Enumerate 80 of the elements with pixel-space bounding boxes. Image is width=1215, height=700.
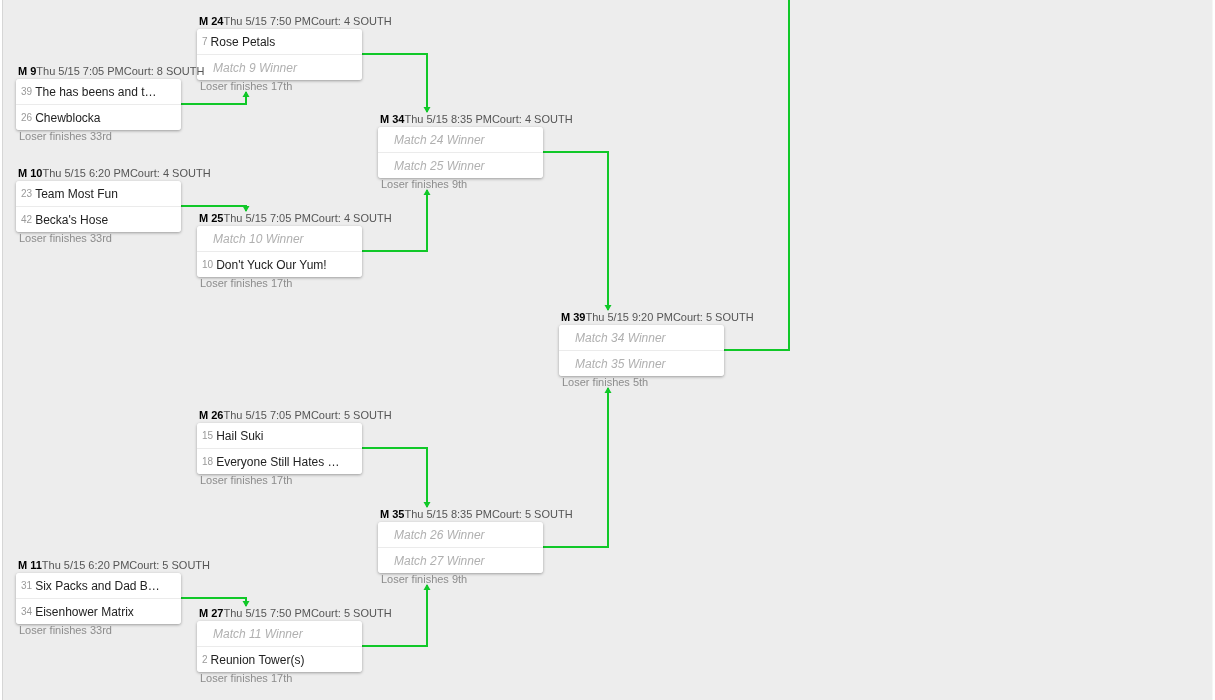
- placeholder-text: Match 27 Winner: [394, 552, 485, 570]
- placeholder-text: Match 11 Winner: [213, 625, 303, 643]
- team-name: The has beens and t…: [35, 83, 157, 101]
- bracket-slot: [559, 325, 724, 350]
- bracket-slot: [197, 647, 362, 672]
- team-name: Hail Suki: [216, 427, 264, 445]
- bracket-connector: [542, 387, 612, 548]
- seed-number: 10: [202, 258, 214, 272]
- bracket-connector: [180, 91, 250, 105]
- match-header: M 35Thu 5/15 8:35 PMCourt: 5 SOUTH: [380, 507, 573, 522]
- bracket-slot: [16, 573, 181, 598]
- bracket-connector: [361, 447, 431, 508]
- bracket-slot: [16, 181, 181, 206]
- team-name: Chewblocka: [35, 109, 101, 127]
- bracket-connector: [180, 205, 250, 212]
- team-name: Team Most Fun: [35, 185, 118, 203]
- loser-note: Loser finishes 17th: [200, 277, 293, 289]
- bracket-slot: [16, 105, 181, 130]
- seed-number: 2: [202, 653, 208, 667]
- placeholder-text: Match 26 Winner: [394, 526, 485, 544]
- team-name: Becka's Hose: [35, 211, 109, 229]
- seed-number: 18: [202, 455, 214, 469]
- bracket-slot: [378, 522, 543, 547]
- team-name: Rose Petals: [210, 33, 276, 51]
- bracket-connector: [723, 0, 790, 351]
- placeholder-text: Match 25 Winner: [394, 157, 485, 175]
- match-header: M 9Thu 5/15 7:05 PMCourt: 8 SOUTH: [18, 64, 205, 79]
- bracket-slot: [16, 207, 181, 232]
- placeholder-text: Match 34 Winner: [575, 329, 666, 347]
- bracket-slot: [378, 153, 543, 178]
- match-header: M 11Thu 5/15 6:20 PMCourt: 5 SOUTH: [18, 558, 210, 573]
- match-header: M 27Thu 5/15 7:50 PMCourt: 5 SOUTH: [199, 606, 392, 621]
- loser-note: Loser finishes 17th: [200, 474, 293, 486]
- bracket-connector: [361, 189, 431, 252]
- seed-number: 42: [21, 213, 33, 227]
- match-header: M 26Thu 5/15 7:05 PMCourt: 5 SOUTH: [199, 408, 392, 423]
- match-header: M 10Thu 5/15 6:20 PMCourt: 4 SOUTH: [18, 166, 211, 181]
- team-name: Don't Yuck Our Yum!: [216, 256, 327, 274]
- bracket-slot: [16, 599, 181, 624]
- match-header: M 34Thu 5/15 8:35 PMCourt: 4 SOUTH: [380, 112, 573, 127]
- bracket-slot: [197, 226, 362, 251]
- bracket-connector: [361, 53, 431, 113]
- seed-number: 15: [202, 429, 214, 443]
- loser-note: Loser finishes 17th: [200, 80, 293, 92]
- loser-note: Loser finishes 9th: [381, 178, 468, 190]
- match-header: M 25Thu 5/15 7:05 PMCourt: 4 SOUTH: [199, 211, 392, 226]
- bracket-slot: [197, 621, 362, 646]
- loser-note: Loser finishes 33rd: [19, 232, 112, 244]
- seed-number: 39: [21, 85, 33, 99]
- bracket-slot: [559, 351, 724, 376]
- placeholder-text: Match 9 Winner: [213, 59, 297, 77]
- loser-note: Loser finishes 33rd: [19, 624, 112, 636]
- seed-number: 31: [21, 579, 33, 593]
- bracket-slot: [197, 449, 362, 474]
- bracket-slot: [197, 252, 362, 277]
- match-header: M 39Thu 5/15 9:20 PMCourt: 5 SOUTH: [561, 310, 754, 325]
- loser-note: Loser finishes 5th: [562, 376, 649, 388]
- bracket-connector: [180, 597, 250, 607]
- loser-note: Loser finishes 9th: [381, 573, 468, 585]
- loser-note: Loser finishes 17th: [200, 672, 293, 684]
- match-header: M 24Thu 5/15 7:50 PMCourt: 4 SOUTH: [199, 14, 392, 29]
- team-name: Eisenhower Matrix: [35, 603, 134, 621]
- team-name: Reunion Tower(s): [210, 651, 305, 669]
- placeholder-text: Match 24 Winner: [394, 131, 485, 149]
- seed-number: 26: [21, 111, 33, 125]
- team-name: Six Packs and Dad B…: [35, 577, 160, 595]
- seed-number: 7: [202, 35, 208, 49]
- bracket-connector: [542, 151, 612, 311]
- bracket-slot: [197, 423, 362, 448]
- bracket-slot: [197, 29, 362, 54]
- bracket-slot: [378, 548, 543, 573]
- bracket-slot: [16, 79, 181, 104]
- bracket-connector: [361, 584, 431, 647]
- placeholder-text: Match 10 Winner: [213, 230, 304, 248]
- seed-number: 34: [21, 605, 33, 619]
- seed-number: 23: [21, 187, 33, 201]
- team-name: Everyone Still Hates …: [216, 453, 340, 471]
- loser-note: Loser finishes 33rd: [19, 130, 112, 142]
- placeholder-text: Match 35 Winner: [575, 355, 666, 373]
- bracket-slot: [378, 127, 543, 152]
